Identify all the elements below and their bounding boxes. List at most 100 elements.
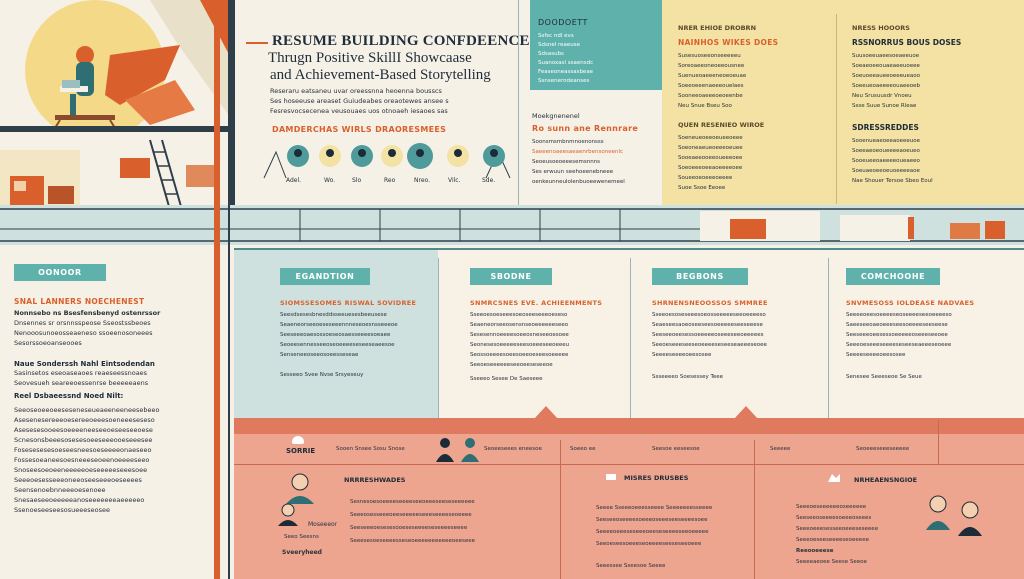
card1-side-mid: Seeo Seesns [284,534,319,540]
section-box-egandtion: EGANDTION [280,268,370,285]
right1-line: Susesuoseeonseeeeeu [678,53,741,59]
section-box-comchoohe: COMCHOOHE [846,268,940,285]
right1-line: Soeeoeeenaeeeouelaes [678,83,744,89]
right2-heading0: NRESS HOOORS [852,24,910,32]
egandtion-line: Seeseeeoaesossoeseosaesseeeesoeaee [280,332,391,338]
card1-side-bot: Sveeryheed [282,549,322,556]
bottom-item: Soeeo ee [570,446,596,452]
page-title: RESUME BUILDING CONFDEENCE Thrugn Positi… [268,33,530,119]
skill-label: Adel. [286,177,302,184]
oonoor-line: Scnesonsbeeesosesesoeeseeeooeseeesee [14,436,153,444]
teal-panel-title: DOODOETT [538,18,588,27]
oonoor-line: Sesorssoeoanseooes [14,339,82,347]
intro-line: Fesresvocsecenea veusouaes uos otnoaeh i… [270,107,448,115]
card1-title: NRRRESHWADES [344,476,406,484]
right2-line: Soeeueoaeeeeouaeeoeb [852,83,920,89]
card2-lines: Seeee Sseeeoeeesseeee Seeeeeeesseeee See… [596,502,746,572]
middle-lines: Soonsmsmbnmnoenonsss Saeeenoaeesaeaenrbe… [532,137,672,187]
oonoor-line: Snoseesoeoeeneeeeeoeseeeeeseeesoee [14,466,148,474]
teal-line: Ssfsc ndl evs [538,33,574,39]
skill-labels: Adel. Wo. Slo Reo Nreo. Vilc. Sde. [286,177,516,187]
right-col-1: NRER EHIOE DROBRN NAINHOS WIKES DOES Sus… [678,24,828,193]
intro-text: Reseraru eatsaneu uvar oreessnna heoenna… [270,86,510,116]
right2-line: Soeuoeeaueeoeeeueaoo [852,73,920,79]
middle-line: Saeeenoaeesaeaenrbensoneenlc [532,149,624,155]
section-box-oonoor: OONOOR [14,264,106,281]
card1-avatars [278,473,314,526]
teal-line: Sdsasubs [538,51,564,57]
begbons-line: Seeeeseeeeoeesosee [652,352,712,358]
right1-line: Soeoneaeueoeeeoeuee [678,145,743,151]
oonoor-line: Asesenesereeeoesereeoeeesoeneeeseseso [14,416,155,424]
teal-line: Sdsnel reaeuse [538,42,581,48]
bottom-item-row [234,434,1024,465]
section-begbons-lines: Sseeoesoseseeesoeosseeeeeseeoeeeeso Seae… [652,310,822,360]
skill-label: Nreo. [414,177,430,184]
bottom-band-top-strip [234,418,1024,434]
card1-side-top: Moseeeor [308,521,338,528]
card2-title: MISRES DRUSBES [624,474,689,482]
section-oonoor-h2: Naue Sonderssh Nahl Eintsodendan [14,360,155,368]
middle-line: Ses erwuun seehoeenebneee [532,169,614,175]
card2-line: Seeoeseesoeeeseoeeeeseeseseeoeee [596,541,702,547]
teal-panel-lines: Ssfsc ndl evs Sdsnel reaeuse Sdsasubs Su… [538,32,593,86]
sbodne-line: Seossoeeeesoeesoeeoeseesoeeeee [470,352,569,358]
left-vertical-line [228,0,230,579]
right1-lines1: Susesuoseeonseeeeeu Soreoaeeoneoeeousnee… [678,51,828,111]
skill-label: Vilc. [448,177,461,184]
right1-line: Soueeoeoeeeoeeee [678,175,733,181]
card3-line: Seeeoeseeeeeeoseeeeee [796,504,867,510]
section-comchoohe-lines: Seeeeoeesoeeeeseoseeeeseeoeeeeso Saeesee… [846,310,1016,360]
middle-line: oenkeunneulolenbuoeewenemeel [532,179,625,185]
card3-line: Seeeeaeoee Seese Seeoe [796,559,867,565]
bottom-item: Seoeeeseeeseeeee [856,446,910,452]
bottom-people-icons [436,438,479,462]
bottom-item: Seoeeseees eneesoe [484,446,542,452]
middle-line: Soonsmsmbnmnoenonsss [532,139,604,145]
middle-info-block: Moekgnenenel Ro sunn ane Rennrare Soonsm… [532,112,672,187]
section-begbons-h1: SHRNENSNEOOSSOS SMMREE [652,299,768,307]
card1-line: Sesnesoesoeeeeseeeeseeoeeeseeseseeeeee [350,499,475,505]
egandtion-line: Seoeesennesseeoseoeeeeseseeseaeesoe [280,342,395,348]
right2-line: Suusoeeuaeesoeaeeuoe [852,53,920,59]
intro-line: Reseraru eatsaneu uvar oreessnna heoenna… [270,87,442,95]
oonoor-line: Seeeoesesseeeoneeoseeseeeoeseeees [14,476,142,484]
card3-badge-icon [828,474,840,482]
section-comchoohe-footer: Senesee Seeeseoe Se Seue [846,374,922,380]
grid-divider-3 [828,258,829,418]
hero-frame-right [230,0,235,230]
skill-label: Slo [352,177,362,184]
card1-line: Seeesesoeseeeesseseoeeeeeeeeeeeoeeseee [350,538,476,544]
teal-line: Feaseoneassasbeae [538,69,594,75]
right1-line: Soeneueoeeoeueeoeee [678,135,743,141]
hero-frame-bottom [0,126,232,128]
skills-heading: DAMDERCHAS WIRLS DRAORESMEES [272,125,447,134]
right2-line: Soeeaeoeoueeeeaoeueo [852,148,920,154]
left-vertical-accent [214,0,220,579]
middle-small-label: Moekgnenenel [532,112,580,120]
bottom-divider-v3 [938,420,939,465]
section-sbodne: SBODNE SNMRCSNES EVE. ACHIEENMENTS Sseeo… [470,268,625,384]
bottom-card-1: NRRRESHWADES Moseeeor Seeo Seesns Sveery… [270,470,560,575]
right1-line: Soreoaeeoneoeeousnee [678,63,745,69]
grid-top-line [234,248,1024,250]
yellow-panel [662,0,1024,208]
bottom-item: Seesoe eeseesoe [652,446,700,452]
section-sbodne-lines: Sseeoesoeseeesoeoseeseeeoeseso Seaeneors… [470,310,625,370]
right-col-2: NRESS HOOORS RSSNORRUS BOUS DOSES Suusoe… [852,24,1017,186]
section-oonoor-lines1: Nonnsebo ns Bsesfensbenyd ostenrssor Dns… [14,308,209,348]
grid-divider-1 [438,258,439,418]
shelf-band [0,205,1024,245]
card1-lines: Sesnesoesoeeeeseeeeseeoeeeseeseseeeeee S… [350,496,555,548]
begbons-line: Seaeseesaoeoseeseesoeeeeeseeseeese [652,322,763,328]
section-egandtion-footer: Sesseeo Svee Nvse Srsyeseuy [280,372,364,378]
card3-lines: Seeeoeseeeeeeoseeeeee Seeseeoseeeesoeeeo… [796,502,926,568]
card2-line: Seeeeoeeeseseeeoeeseseeeeseeoeeeee [596,529,709,535]
section-oonoor-lines2: Sasinsetos eseoaseaoes reaeseessnoaes Se… [14,368,209,388]
right1-heading1: NRER EHIOE DROBRN [678,24,757,32]
egandtion-line: Seaeneorseeoeseseeennneseoesnsseeeoe [280,322,398,328]
oonoor-line: Dnsennes sr orsnnsspeose Sseostssbeoes [14,319,151,327]
section-sbodne-h1: SNMRCSNES EVE. ACHIEENMENTS [470,299,603,307]
right1-line: Soeoeeeoeeaoeeeeoee [678,165,743,171]
sbodne-line: Seaeneorseeosensnseoeeeeeeseeo [470,322,569,328]
